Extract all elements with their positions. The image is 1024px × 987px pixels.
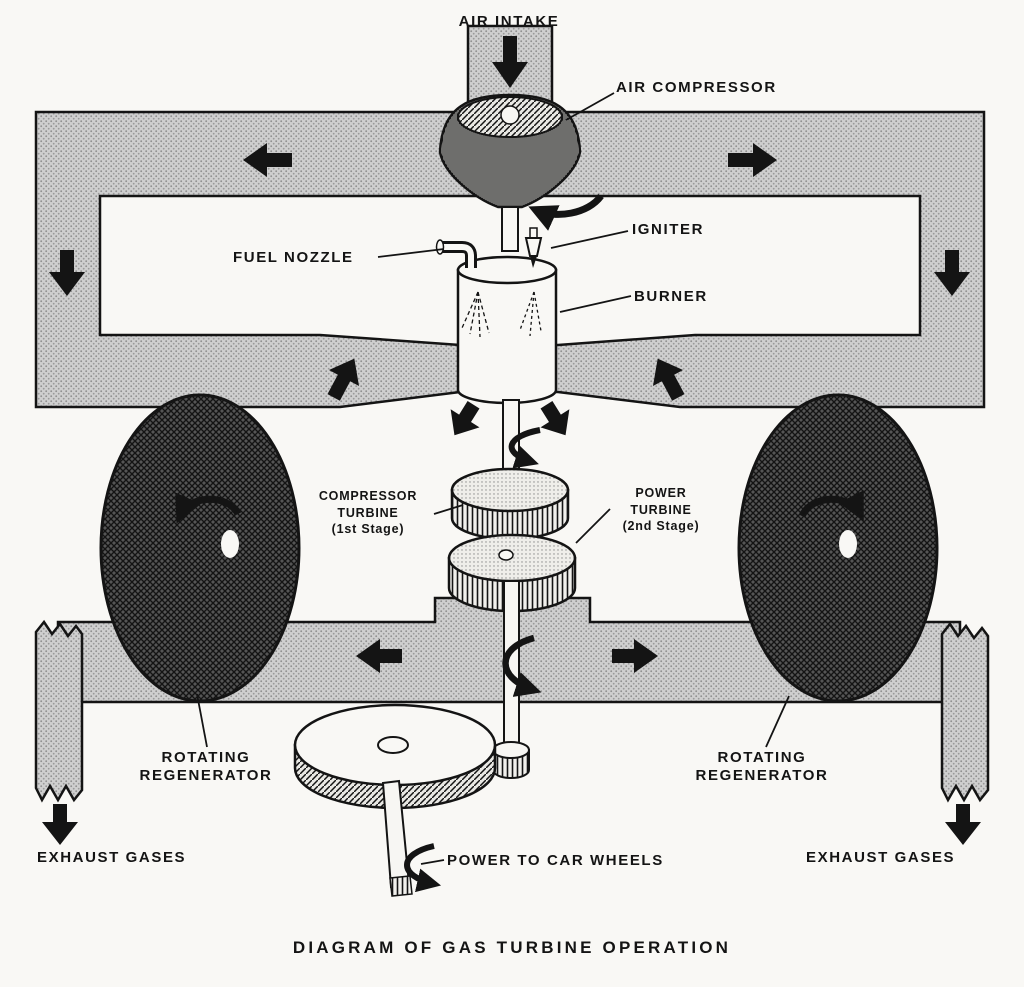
- regenerator-left-hub: [221, 530, 239, 558]
- igniter-body: [524, 237, 543, 257]
- burner-label: BURNER: [634, 288, 708, 305]
- leader-igniter: [550, 230, 629, 249]
- power-turbine-label-line2: TURBINE: [630, 502, 692, 517]
- ductwork: [34, 24, 990, 803]
- power-turbine-label-line3: (2nd Stage): [622, 519, 700, 533]
- fuel-nozzle-inlet: [435, 239, 445, 255]
- compressor-hub: [500, 105, 520, 125]
- turbine-assembly: [447, 399, 577, 779]
- flow-arrows: [42, 36, 981, 845]
- rotating-regenerator-right: [737, 393, 939, 703]
- burner-outlet-left-arrow: [450, 401, 480, 436]
- left-side-down-arrow: [49, 250, 85, 296]
- top-band-right-arrow: [728, 143, 777, 177]
- lower-band-left-arrow: [356, 639, 402, 673]
- leader-lines: [196, 92, 790, 865]
- power-turbine-label: POWER TURBINE (2nd Stage): [623, 485, 700, 535]
- regenerator-right-hub: [839, 530, 857, 558]
- bevel-collar-top: [492, 741, 530, 759]
- leader-burner: [559, 295, 632, 313]
- igniter-cap: [529, 227, 538, 239]
- lower-band-right-arrow: [612, 639, 658, 673]
- fuel-nozzle-pipe-core: [440, 244, 474, 268]
- igniter-spark: [519, 291, 542, 337]
- compressor-turbine-label-line3: (1st Stage): [331, 522, 405, 536]
- power-wheel-hub: [377, 736, 409, 754]
- regenerator-right-disc: [737, 393, 939, 703]
- fuel-nozzle: [435, 239, 477, 268]
- output-shaft-rotation-arrow: [502, 634, 542, 697]
- regenerator-left-rotation-arrow: [175, 492, 242, 524]
- regenerator-left-disc: [99, 393, 301, 703]
- upper-duct-loop: [34, 110, 986, 409]
- leader-air-compressor: [565, 92, 615, 121]
- compressor-turbine-label-line2: TURBINE: [337, 505, 399, 520]
- regenerator-right-rotation-arrow: [798, 490, 864, 522]
- leader-power-turbine: [575, 508, 611, 544]
- burner-inlet-right-arrow: [652, 358, 685, 401]
- air-intake-label: AIR INTAKE: [458, 13, 560, 30]
- rotating-regenerator-left-label: ROTATING REGENERATOR: [140, 749, 273, 785]
- exhaust-gases-left-label: EXHAUST GASES: [37, 849, 187, 866]
- burner-top: [456, 255, 558, 285]
- exhaust-duct-left: [34, 619, 84, 803]
- compressor-turbine-label-line1: COMPRESSOR: [318, 489, 418, 503]
- right-side-down-arrow: [934, 250, 970, 296]
- rotating-regenerator-right-label: ROTATING REGENERATOR: [696, 749, 829, 785]
- rotating-regenerator-left-line1: ROTATING: [161, 749, 251, 766]
- leader-compressor-turbine: [433, 504, 464, 515]
- air-intake-arrow: [492, 36, 528, 88]
- air-compressor-label: AIR COMPRESSOR: [616, 79, 777, 96]
- igniter-tip: [530, 256, 537, 268]
- top-band-left-arrow: [243, 143, 292, 177]
- igniter: [524, 227, 543, 268]
- igniter-label: IGNITER: [632, 221, 705, 238]
- fuel-spray: [461, 291, 490, 338]
- leader-regenerator-left: [196, 693, 208, 748]
- power-turbine-label-line1: POWER: [635, 486, 687, 500]
- burner-assembly: [435, 227, 558, 405]
- leader-fuel-nozzle: [377, 248, 445, 258]
- power-wheel-rotation-arrow: [404, 843, 442, 893]
- rotating-regenerator-right-line2: REGENERATOR: [695, 767, 829, 784]
- exhaust-right-arrow: [945, 804, 981, 845]
- power-wheel-shaft-tip: [389, 875, 413, 897]
- power-turbine-hub: [498, 549, 514, 561]
- fuel-nozzle-label: FUEL NOZZLE: [233, 249, 354, 266]
- rotating-regenerator-left-line2: REGENERATOR: [139, 767, 273, 784]
- power-to-car-wheels-label: POWER TO CAR WHEELS: [447, 852, 664, 869]
- compressor-turbine-label: COMPRESSOR TURBINE (1st Stage): [319, 488, 417, 538]
- leader-regenerator-right: [765, 695, 790, 748]
- compressor-turbine-face: [450, 467, 570, 513]
- exhaust-gases-right-label: EXHAUST GASES: [806, 849, 956, 866]
- exhaust-left-arrow: [42, 804, 78, 845]
- burner-inlet-left-arrow: [327, 358, 360, 401]
- upper-shaft-rotation-arrow: [508, 427, 541, 469]
- air-compressor: [438, 93, 604, 252]
- leader-car-wheels: [420, 859, 445, 865]
- burner-body: [456, 268, 558, 405]
- rotating-regenerator-left: [99, 393, 301, 703]
- rotating-regenerator-right-line1: ROTATING: [717, 749, 807, 766]
- compressor-rotation-arrow: [528, 193, 604, 231]
- compressor-shaft: [501, 206, 519, 252]
- diagram-caption: DIAGRAM OF GAS TURBINE OPERATION: [292, 938, 732, 957]
- exhaust-duct-right: [940, 621, 990, 803]
- power-output-wheel: [293, 703, 497, 897]
- burner-outlet-right-arrow: [540, 401, 570, 436]
